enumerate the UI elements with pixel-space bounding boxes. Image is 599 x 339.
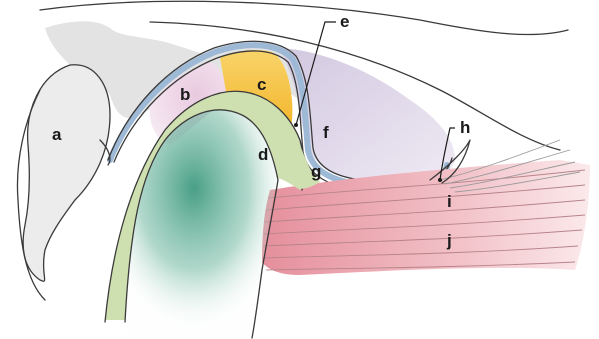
label-e: e	[340, 12, 349, 31]
label-f: f	[323, 123, 329, 142]
label-c: c	[257, 75, 266, 94]
label-h: h	[460, 118, 470, 137]
label-d: d	[258, 145, 268, 164]
label-g: g	[311, 162, 321, 181]
leader-e-dot	[294, 123, 298, 127]
skull-outline-top	[40, 1, 568, 34]
label-a: a	[52, 125, 62, 144]
condyle-head	[125, 110, 278, 335]
leader-h-dot	[438, 178, 442, 182]
label-b: b	[180, 85, 190, 104]
label-j: j	[446, 231, 452, 250]
label-i: i	[447, 192, 452, 211]
